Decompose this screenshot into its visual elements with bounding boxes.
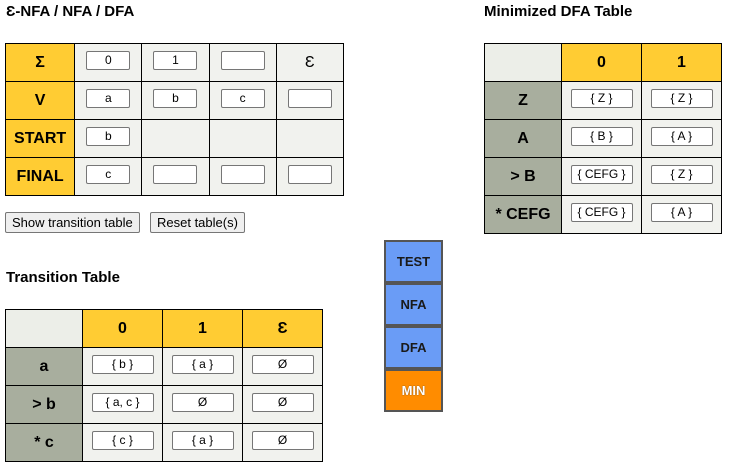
transition-row-c: * c { c } { a } Ø (5, 423, 323, 462)
final-state-input-0[interactable]: c (86, 164, 131, 184)
alphabet-input-0[interactable]: 0 (86, 50, 131, 70)
minimized-state-label: > B (484, 157, 562, 196)
start-empty-cell-1 (141, 119, 210, 158)
states-label: V (4, 81, 76, 120)
dfa-button[interactable]: DFA (384, 326, 443, 369)
minimized-dfa-table: 0 1 Z { Z } { Z } A { B } { A } > B { CE… (484, 43, 722, 234)
start-empty-cell-3 (275, 119, 345, 158)
minimized-state-label: Z (484, 81, 562, 120)
start-label: START (4, 119, 76, 158)
transition-header-row: 0 1 Ɛ (5, 309, 323, 348)
reset-tables-button[interactable]: Reset table(s) (150, 212, 245, 233)
minimized-cell[interactable]: { B } (570, 126, 633, 146)
minimized-header-row: 0 1 (484, 43, 722, 82)
start-empty-cell-2 (208, 119, 277, 158)
minimized-header-0: 0 (561, 43, 642, 82)
transition-header-1: 1 (162, 309, 243, 348)
final-label: FINAL (4, 157, 76, 196)
transition-cell[interactable]: { c } (91, 430, 154, 450)
transition-header-0: 0 (82, 309, 163, 348)
minimized-state-label: * CEFG (484, 195, 562, 234)
transition-cell[interactable]: Ø (251, 392, 314, 412)
transition-state-label: > b (5, 385, 83, 424)
minimized-row-b: > B { CEFG } { Z } (484, 157, 722, 196)
transition-row-a: a { b } { a } Ø (5, 347, 323, 386)
minimized-cell[interactable]: { A } (650, 202, 713, 222)
start-state-input[interactable]: b (86, 126, 131, 146)
minimized-row-z: Z { Z } { Z } (484, 81, 722, 120)
alphabet-row: Σ 0 1 Ɛ (4, 43, 345, 82)
final-row: FINAL c (4, 157, 345, 196)
transition-cell[interactable]: { a } (171, 354, 234, 374)
minimized-cell[interactable]: { CEFG } (570, 202, 633, 222)
transition-cell[interactable]: Ø (251, 430, 314, 450)
alphabet-input-2[interactable] (220, 50, 265, 70)
test-button[interactable]: TEST (384, 240, 443, 283)
minimized-cell[interactable]: { CEFG } (570, 164, 633, 184)
transition-cell[interactable]: Ø (251, 354, 314, 374)
final-state-input-1[interactable] (153, 164, 198, 184)
transition-row-b: > b { a, c } Ø Ø (5, 385, 323, 424)
final-state-input-2[interactable] (220, 164, 265, 184)
minimized-row-a: A { B } { A } (484, 119, 722, 158)
minimized-cell[interactable]: { Z } (650, 88, 713, 108)
final-state-input-3[interactable] (287, 164, 332, 184)
automaton-definition-table: Σ 0 1 Ɛ V a b c START b FINAL c (4, 43, 345, 196)
transition-corner-cell (5, 309, 83, 348)
minimized-cell[interactable]: { A } (650, 126, 713, 146)
nfa-button[interactable]: NFA (384, 283, 443, 326)
transition-header-epsilon: Ɛ (242, 309, 323, 348)
minimized-row-cefg: * CEFG { CEFG } { A } (484, 195, 722, 234)
state-input-2[interactable]: c (220, 88, 265, 108)
transition-cell[interactable]: { a } (171, 430, 234, 450)
epsilon-symbol: Ɛ (275, 43, 345, 82)
transition-cell[interactable]: Ø (171, 392, 234, 412)
alphabet-input-1[interactable]: 1 (153, 50, 198, 70)
minimized-header-1: 1 (641, 43, 722, 82)
state-input-1[interactable]: b (153, 88, 198, 108)
transition-cell[interactable]: { b } (91, 354, 154, 374)
minimized-dfa-title: Minimized DFA Table (484, 3, 633, 20)
transition-cell[interactable]: { a, c } (91, 392, 154, 412)
alphabet-label: Σ (4, 43, 76, 82)
start-row: START b (4, 119, 345, 158)
state-input-3[interactable] (287, 88, 332, 108)
minimized-state-label: A (484, 119, 562, 158)
minimized-corner-cell (484, 43, 562, 82)
state-input-0[interactable]: a (86, 88, 131, 108)
transition-state-label: a (5, 347, 83, 386)
enfa-title: Ɛ-NFA / NFA / DFA (6, 3, 135, 20)
states-row: V a b c (4, 81, 345, 120)
transition-state-label: * c (5, 423, 83, 462)
transition-table-title: Transition Table (6, 269, 120, 286)
transition-table: 0 1 Ɛ a { b } { a } Ø > b { a, c } Ø Ø *… (5, 309, 323, 462)
minimized-cell[interactable]: { Z } (570, 88, 633, 108)
min-button[interactable]: MIN (384, 369, 443, 412)
minimized-cell[interactable]: { Z } (650, 164, 713, 184)
show-transition-table-button[interactable]: Show transition table (5, 212, 140, 233)
